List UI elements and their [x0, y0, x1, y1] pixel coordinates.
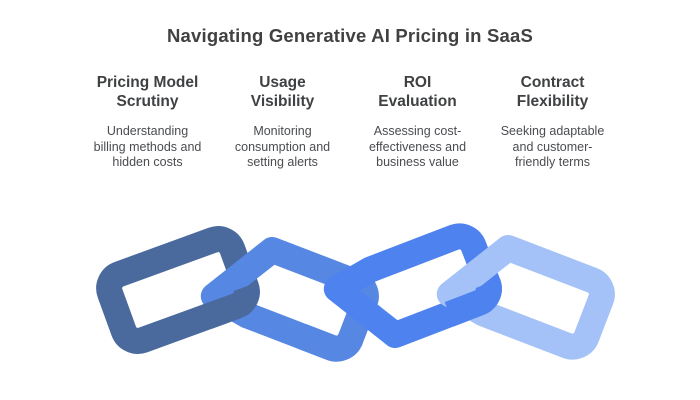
column-description: Assessing cost- effectiveness and busine… [368, 124, 467, 169]
chain-link-2-weave-patch [296, 323, 363, 362]
page-title: Navigating Generative AI Pricing in SaaS [166, 25, 534, 46]
column-description: Seeking adaptable and customer- friendly… [500, 124, 605, 169]
column-heading: Contract Flexibility [516, 74, 589, 110]
column-description: Understanding billing methods and hidden… [93, 124, 202, 169]
column-pricing-model-scrutiny: Pricing Model Scrutiny Understanding bil… [80, 73, 215, 171]
column-description: Monitoring consumption and setting alert… [234, 124, 331, 169]
chain-link-3-weave-patch [444, 278, 502, 327]
column-usage-visibility: Usage Visibility Monitoring consumption … [215, 73, 350, 171]
column-roi-evaluation: ROI Evaluation Assessing cost- effective… [350, 73, 485, 171]
columns-row: Pricing Model Scrutiny Understanding bil… [80, 73, 620, 171]
chain-link-4-icon [436, 234, 615, 360]
column-heading: ROI Evaluation [378, 74, 457, 110]
column-contract-flexibility: Contract Flexibility Seeking adaptable a… [485, 73, 620, 171]
column-heading: Pricing Model Scrutiny [96, 74, 199, 110]
column-heading: Usage Visibility [250, 74, 315, 110]
chain-link-1-weave-patch [202, 282, 260, 329]
